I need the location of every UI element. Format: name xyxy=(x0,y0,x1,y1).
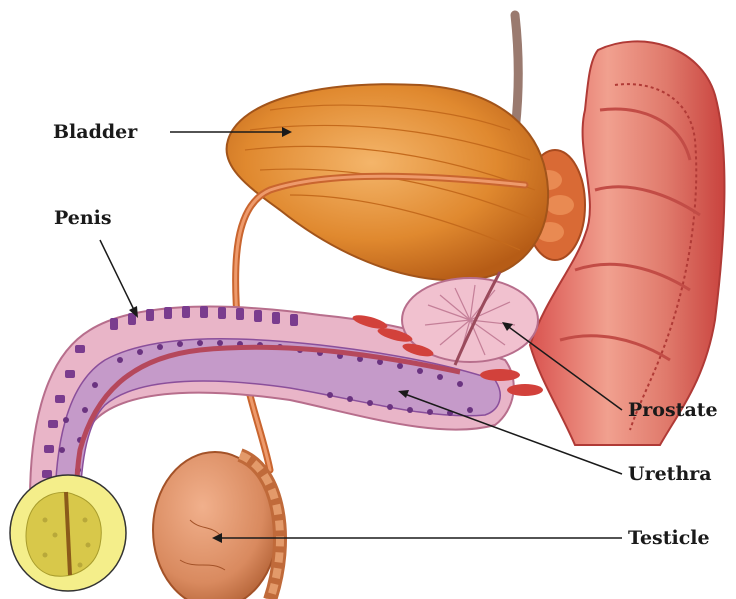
label-urethra: Urethra xyxy=(628,465,712,484)
penis-pointer xyxy=(100,240,136,314)
label-prostate: Prostate xyxy=(628,401,718,420)
testicle xyxy=(153,452,280,599)
label-penis: Penis xyxy=(54,209,112,228)
label-testicle: Testicle xyxy=(628,529,710,548)
glans-cross-section xyxy=(10,475,126,591)
label-bladder: Bladder xyxy=(53,123,137,142)
